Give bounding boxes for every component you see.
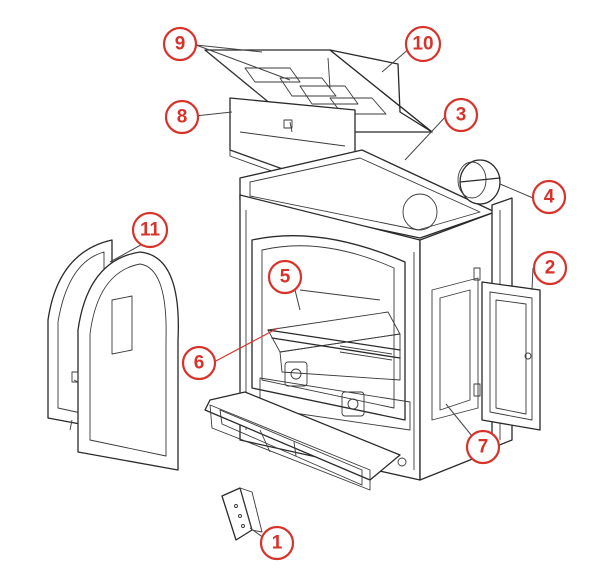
leader-lines [109,44,534,539]
callout-1: 1 [259,525,295,561]
callout-5: 5 [267,259,303,295]
callout-7: 7 [465,429,501,465]
callout-6: 6 [181,345,217,381]
svg-text:4: 4 [544,187,555,208]
callout-2: 2 [532,250,568,286]
side-door-part [481,281,541,431]
callout-8: 8 [164,99,200,135]
svg-text:11: 11 [140,220,161,241]
callout-9: 9 [162,26,198,62]
svg-text:7: 7 [478,437,489,458]
svg-text:8: 8 [177,107,188,128]
svg-text:1: 1 [272,533,283,554]
svg-text:9: 9 [175,34,186,55]
svg-text:2: 2 [545,258,556,279]
callout-3: 3 [443,97,479,133]
callout-4: 4 [531,179,567,215]
callout-11: 11 [131,211,169,249]
svg-text:5: 5 [280,267,291,288]
svg-text:3: 3 [456,105,467,126]
front-doors-part [47,239,179,471]
ash-pan-part [204,391,407,491]
callout-10: 10 [404,25,442,63]
svg-text:10: 10 [412,34,433,55]
svg-text:6: 6 [194,353,205,374]
